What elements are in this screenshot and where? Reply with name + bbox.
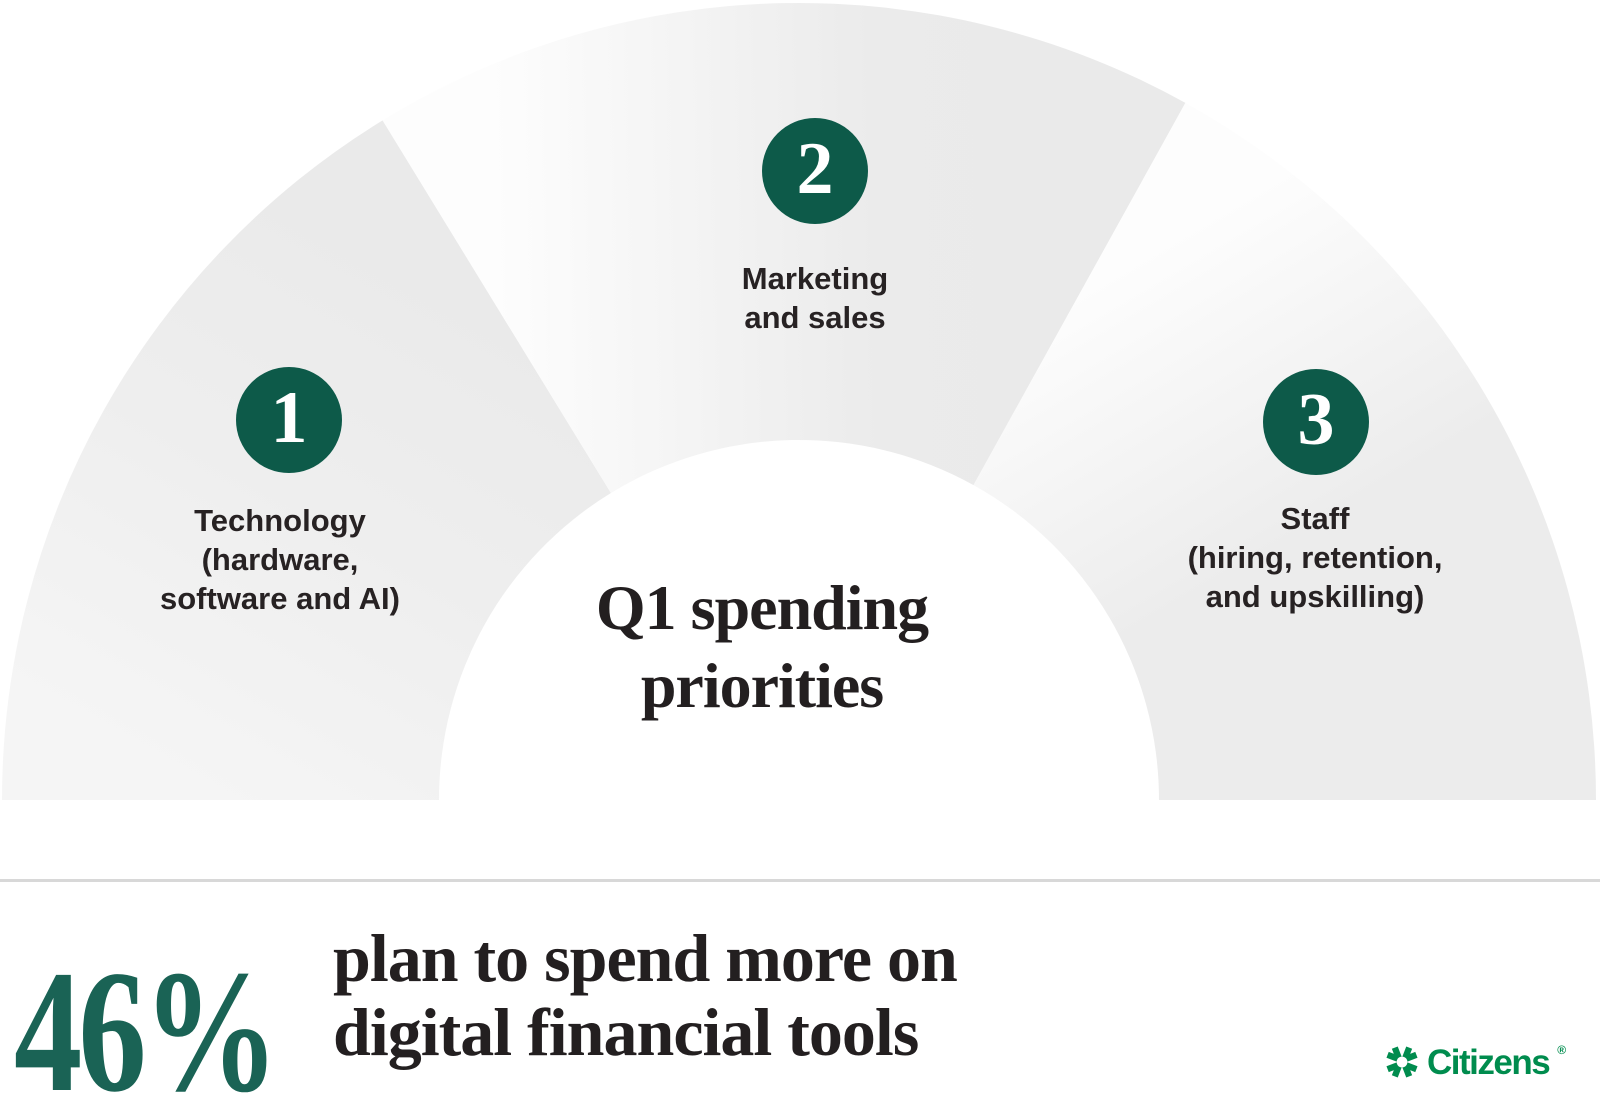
gauge-wedge-marketing: [382, 2, 1186, 494]
citizens-daisywheel-icon: [1386, 1046, 1418, 1078]
stat-description: plan to spend more on digital financial …: [333, 920, 958, 1070]
segment-label-line: Technology: [194, 503, 366, 538]
gauge-title: Q1 spending priorities: [462, 569, 1062, 725]
stat-description-line: digital financial tools: [333, 994, 919, 1070]
segment-label-line: Staff: [1280, 501, 1350, 536]
rank-badge-3: 3: [1263, 369, 1369, 475]
segment-label-technology: Technology (hardware, software and AI): [160, 501, 400, 618]
registered-trademark-symbol: ®: [1557, 1043, 1567, 1057]
rank-number: 3: [1297, 378, 1335, 461]
citizens-logo: Citizens ®: [1384, 1042, 1567, 1082]
gauge-title-line: priorities: [640, 650, 884, 721]
gauge-title-line: Q1 spending: [595, 572, 929, 643]
rank-number: 2: [796, 127, 834, 210]
rank-number: 1: [270, 376, 308, 459]
stat-value: 46%: [14, 934, 279, 1103]
segment-label-line: software and AI): [160, 581, 400, 616]
segment-label-marketing: Marketing and sales: [742, 259, 888, 337]
section-divider: [0, 879, 1600, 882]
segment-label-line: (hiring, retention,: [1187, 540, 1443, 575]
segment-label-line: and upskilling): [1205, 579, 1425, 614]
rank-badge-2: 2: [762, 118, 868, 224]
segment-label-line: and sales: [744, 300, 886, 335]
stat-description-line: plan to spend more on: [333, 920, 958, 996]
segment-label-staff: Staff (hiring, retention, and upskilling…: [1188, 499, 1443, 616]
segment-label-line: Marketing: [741, 261, 889, 296]
segment-label-line: (hardware,: [201, 542, 359, 577]
rank-badge-1: 1: [236, 367, 342, 473]
citizens-wordmark: Citizens: [1427, 1042, 1551, 1082]
